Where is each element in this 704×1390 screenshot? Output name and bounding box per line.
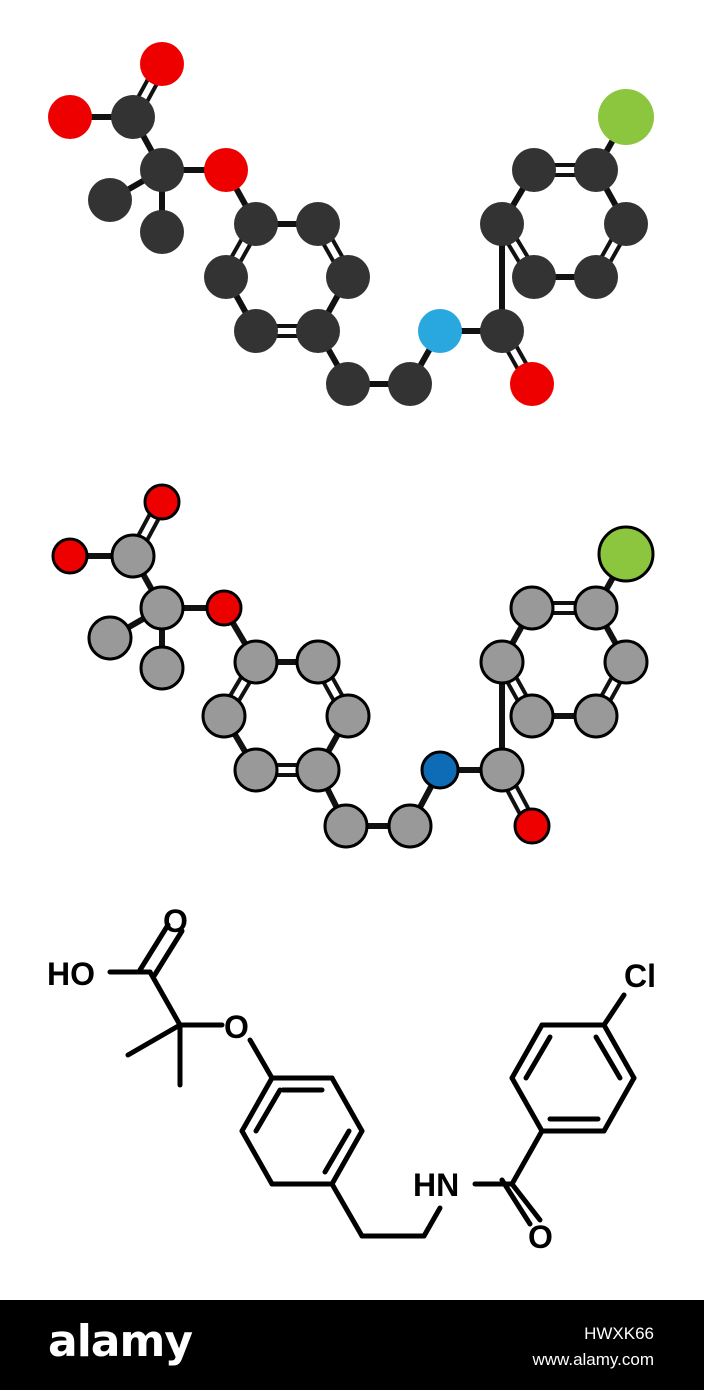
m2-atom-c-s6	[479, 639, 525, 685]
skeletal-bond-30	[523, 1034, 553, 1081]
m1-atom-c-r6	[204, 255, 248, 299]
skeletal-bonds	[107, 922, 637, 1239]
skeletal-formula: O HO O Cl HN O	[47, 903, 656, 1255]
m2-atom-c-ca	[110, 533, 156, 579]
skeletal-bond-9	[329, 1075, 365, 1134]
m1-atom-c-r4	[296, 309, 340, 353]
molecule-canvas: O HO O Cl HN O	[47, 42, 656, 1255]
skeletal-bond-24	[509, 1075, 545, 1134]
skeletal-bond-7	[247, 1037, 275, 1081]
skeletal-bond-4	[125, 1022, 183, 1058]
skeletal-bond-33	[601, 992, 627, 1028]
m2-atom-c-r1	[233, 639, 279, 685]
skeletal-bond-19	[421, 1205, 443, 1239]
m2-atom-o-oa	[513, 807, 551, 845]
m2-atom-c-ch2	[387, 803, 433, 849]
m2-atom-o-o1	[143, 483, 181, 521]
skeletal-bond-10	[329, 1128, 365, 1187]
m2-atom-c-s5	[509, 585, 555, 631]
m1-atom-c-ca	[111, 95, 155, 139]
skeletal-bond-16	[253, 1087, 283, 1134]
skeletal-bond-3	[151, 928, 185, 979]
label-o-amide: O	[528, 1219, 553, 1255]
m1-atom-o-oa	[510, 362, 554, 406]
m1-atom-c-s1	[512, 255, 556, 299]
m1-atom-c-cc	[480, 309, 524, 353]
m2-atom-c-s2	[573, 693, 619, 739]
m1-atom-c-r3	[326, 255, 370, 299]
m1-atom-c-me2	[140, 210, 184, 254]
m1-atom-n-n	[418, 309, 462, 353]
m1-atom-c-ch2	[388, 362, 432, 406]
m2-atom-c-me1	[87, 615, 133, 661]
m1-atom-c-s6	[480, 202, 524, 246]
skeletal-bond-15	[322, 1128, 352, 1175]
skeletal-bond-1	[147, 969, 183, 1028]
m2-atom-cl-cl	[597, 525, 655, 583]
m1-atom-c-s5	[512, 148, 556, 192]
m1-atom-c-r2	[296, 202, 340, 246]
m2-atom-c-r4	[295, 747, 341, 793]
m2-atom-o-o2	[51, 537, 89, 575]
skeletal-bond-2	[137, 922, 171, 973]
label-o-ether: O	[224, 1009, 249, 1045]
m2-atom-c-s1	[509, 693, 555, 739]
m1-atom-o-oe	[204, 148, 248, 192]
ball-and-stick-model-outlined	[51, 483, 655, 849]
m1-atom-c-s2	[574, 255, 618, 299]
skeletal-bond-12	[239, 1128, 275, 1187]
m1-atom-o-o2	[48, 95, 92, 139]
skeletal-bond-23	[509, 1128, 545, 1187]
skeletal-bond-21	[509, 1181, 543, 1223]
skeletal-bond-22	[499, 1177, 533, 1227]
molecule-illustration: O HO O Cl HN O	[47, 42, 656, 1255]
label-o-carbonyl: O	[163, 903, 188, 939]
m1-atom-c-r1	[234, 202, 278, 246]
m2-atom-n-n	[420, 750, 460, 790]
skeletal-bond-27	[601, 1022, 637, 1081]
label-ho: HO	[47, 956, 95, 992]
m2-atom-o-oe	[205, 589, 243, 627]
skeletal-bond-31	[593, 1034, 623, 1081]
skeletal-bond-13	[239, 1075, 275, 1134]
m2-atom-c-r2	[295, 639, 341, 685]
m1-atom-c-s4	[574, 148, 618, 192]
m2-atom-c-s4	[573, 585, 619, 631]
m2-atom-c-ch1	[323, 803, 369, 849]
m1-atom-o-o1	[140, 42, 184, 86]
alamy-logo: alamy	[48, 1316, 193, 1367]
skeletal-bond-25	[509, 1022, 545, 1081]
skeletal-bond-17	[329, 1181, 365, 1239]
m2-atom-c-r5	[233, 747, 279, 793]
site-url: www.alamy.com	[532, 1350, 654, 1369]
m1-atom-c-ch1	[326, 362, 370, 406]
m2-atom-c-cc	[479, 747, 525, 793]
m2-atom-c-r6	[201, 693, 247, 739]
m2-atom-c-cq	[139, 585, 185, 631]
skeletal-bond-28	[601, 1075, 637, 1134]
m2-atom-c-r3	[325, 693, 371, 739]
footer-bar: alamy HWXK66 www.alamy.com	[0, 1300, 704, 1390]
label-hn: HN	[413, 1167, 459, 1203]
m1-atom-c-s3	[604, 202, 648, 246]
image-id: HWXK66	[584, 1324, 654, 1343]
m1-atom-c-r5	[234, 309, 278, 353]
ball-and-stick-model-dark	[48, 42, 654, 406]
m1-atom-cl-cl	[598, 89, 654, 145]
m1-atom-c-cq	[140, 148, 184, 192]
m2-atom-c-s3	[603, 639, 649, 685]
label-cl: Cl	[624, 958, 656, 994]
m1-atom-c-me1	[88, 178, 132, 222]
m2-atom-c-me2	[139, 645, 185, 691]
